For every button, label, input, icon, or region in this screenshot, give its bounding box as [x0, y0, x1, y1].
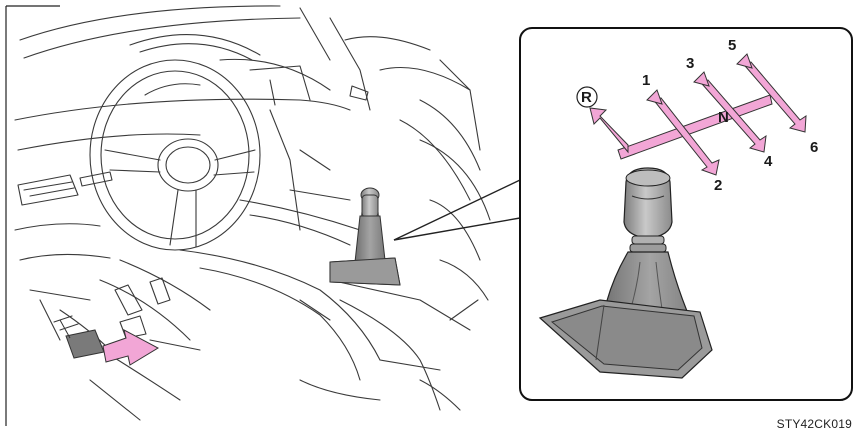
cabin-line-art [15, 6, 490, 420]
gear-label-2: 2 [714, 177, 722, 194]
cabin-shift-lever [330, 188, 400, 285]
gear-label-4: 4 [764, 153, 773, 170]
gear-label-reverse: R [581, 89, 592, 106]
gear-label-3: 3 [686, 55, 694, 72]
gear-label-5: 5 [728, 37, 736, 54]
frame [6, 6, 60, 426]
clutch-pedal-arrow [103, 330, 158, 365]
gear-label-6: 6 [810, 139, 818, 156]
gear-label-neutral: N [718, 109, 729, 126]
callout-lines [394, 180, 520, 240]
figure-code: STY42CK019 [777, 417, 852, 431]
gear-label-1: 1 [642, 72, 650, 89]
